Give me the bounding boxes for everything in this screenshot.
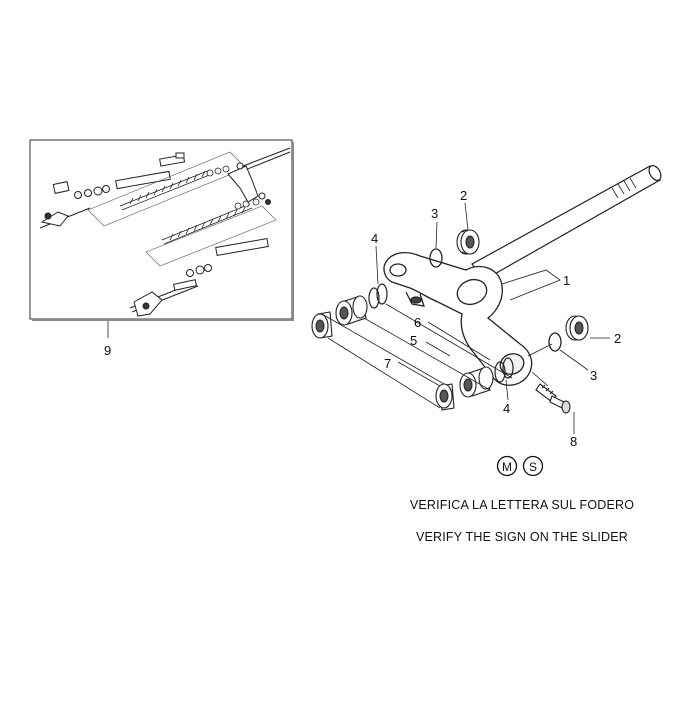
bolt-8 (535, 383, 571, 414)
callout-2-upper: 2 (460, 188, 467, 203)
inset-lower-fork-leg (129, 237, 269, 317)
callout-9: 9 (104, 343, 111, 358)
badge-s: S (529, 460, 537, 474)
circlip-lower (548, 332, 562, 352)
seal-upper-4-6 (368, 283, 388, 309)
bush-cap-upper-5 (335, 295, 368, 326)
callout-1: 1 (563, 273, 570, 288)
letter-badges: M S (496, 455, 544, 477)
bearing-lower (565, 315, 589, 341)
bearing-upper (456, 229, 480, 255)
badge-m: M (502, 460, 512, 474)
assembly-guide-lines (321, 303, 553, 409)
steering-stem (471, 165, 662, 281)
bushing-upper-7 (311, 311, 333, 339)
bushing-lower-7 (435, 383, 455, 411)
bush-cap-lower-5 (459, 366, 494, 398)
callout-2-lower: 2 (614, 331, 621, 346)
inset-upper-fork-leg (39, 152, 186, 229)
inset-shadow-right (292, 142, 294, 321)
callout-5: 5 (410, 333, 417, 348)
inset-springs (119, 165, 260, 245)
inset-yoke (227, 147, 291, 205)
caption-italian: VERIFICA LA LETTERA SUL FODERO (410, 498, 634, 512)
seal-lower-4-6 (494, 357, 514, 383)
circlip-upper (429, 248, 443, 268)
callout-6: 6 (414, 315, 421, 330)
fork-assembly-inset (29, 139, 294, 321)
inset-shadow-bottom (32, 319, 294, 321)
caption-english: VERIFY THE SIGN ON THE SLIDER (416, 530, 628, 544)
callout-7: 7 (384, 356, 391, 371)
callout-4-upper: 4 (371, 231, 378, 246)
badge-s-circle (522, 455, 544, 477)
fork-yoke (383, 251, 533, 386)
callout-4-lower: 4 (503, 401, 510, 416)
callout-3-lower: 3 (590, 368, 597, 383)
inset-frame (29, 139, 293, 320)
callout-8: 8 (570, 434, 577, 449)
badge-m-circle (496, 455, 518, 477)
leader-lines (375, 202, 610, 434)
callout-3-upper: 3 (431, 206, 438, 221)
